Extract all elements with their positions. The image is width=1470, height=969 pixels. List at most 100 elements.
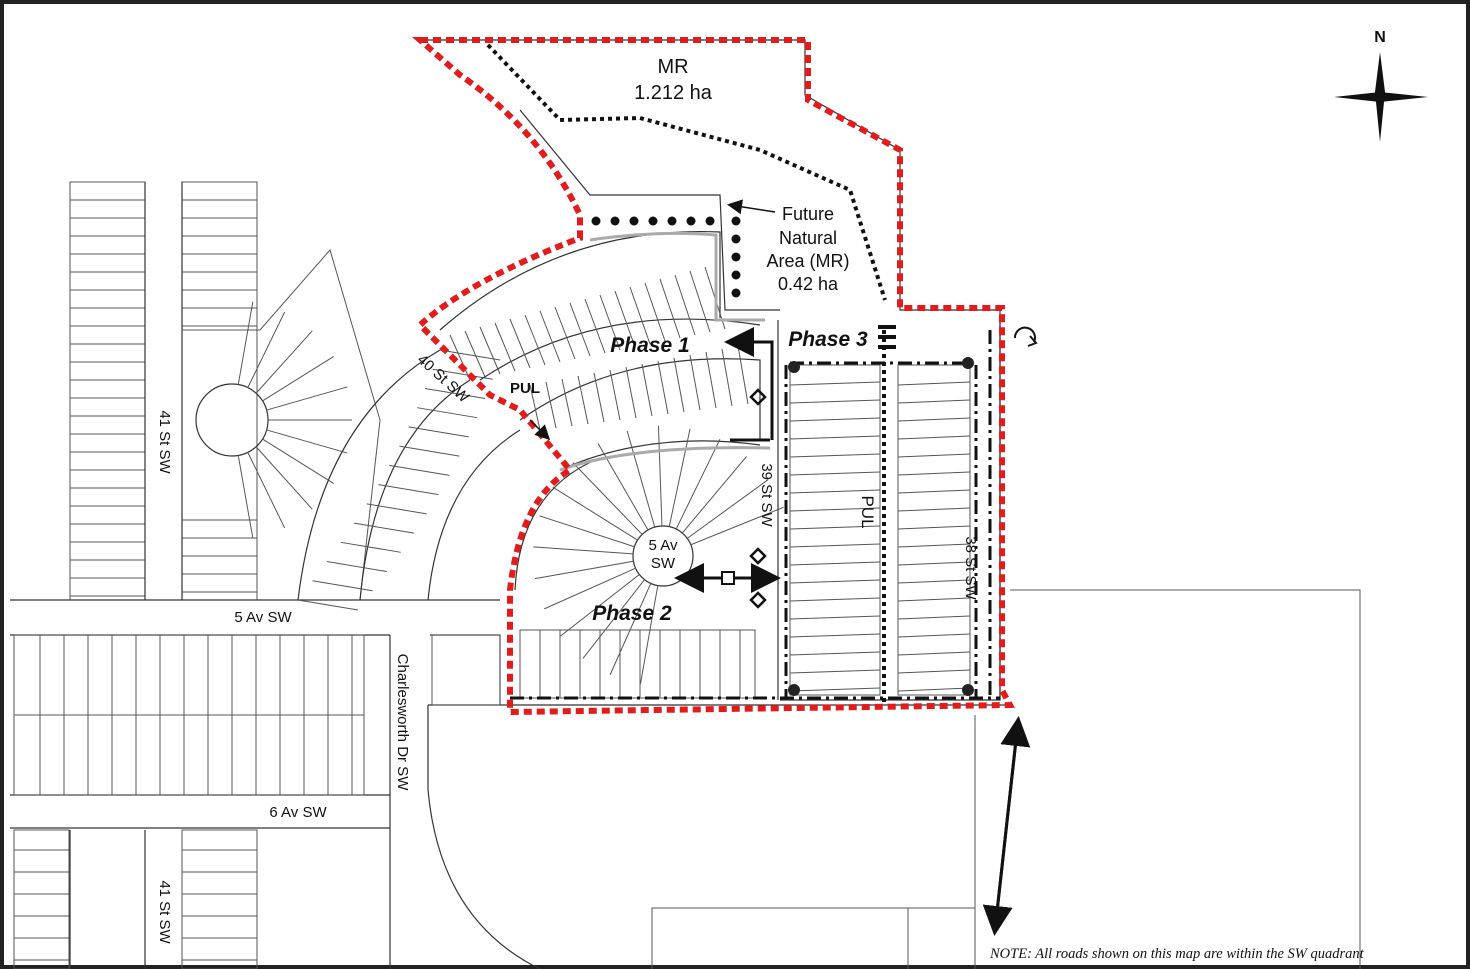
- cul-de-sac-lot-line: [255, 446, 313, 510]
- phase1-lot-line: [524, 314, 546, 366]
- hydrant-symbol-icon: [749, 547, 767, 565]
- parcel-east: [1010, 589, 1361, 969]
- phase1-lot-line: [449, 334, 471, 381]
- phase1-road-north: [439, 230, 721, 331]
- phase3-lot-line: [789, 597, 881, 602]
- phase1-lot-line: [705, 351, 717, 409]
- curve-lot-line: [340, 541, 401, 553]
- fan-lot-line: [686, 479, 769, 539]
- phase1-lot-line: [554, 306, 576, 360]
- label-5-av-cul-1: 5 Av: [649, 537, 678, 554]
- phase3-lot-line: [897, 651, 971, 656]
- cul-de-sac-lot-line: [247, 311, 286, 388]
- phase3-lot-line: [789, 687, 881, 692]
- label-38-st-sw: 38 St SW: [962, 536, 979, 600]
- fan-lot-line: [534, 560, 634, 580]
- phase3-lot-line: [897, 381, 971, 386]
- north-arrow-icon: [1334, 52, 1428, 142]
- natural-area-dot: [629, 216, 639, 226]
- phase3-west-lots: [789, 364, 881, 696]
- natural-area-dots: [591, 216, 741, 298]
- fan-lot-line: [572, 462, 643, 535]
- mr-natural-area-line: [486, 43, 887, 301]
- road-41-st-sw-north: [144, 182, 183, 600]
- curve-lot-line: [439, 349, 501, 361]
- phase1-lot-line: [641, 363, 653, 417]
- curve-lot-line: [417, 407, 478, 419]
- phase1-lot-line: [593, 372, 605, 423]
- phase1-lot-line: [657, 360, 669, 415]
- phase3-lot-line: [789, 525, 881, 530]
- fan-lot-line: [609, 583, 652, 675]
- natural-area-dot: [686, 216, 696, 226]
- label-40-st-sw: 40 St SW: [414, 351, 473, 407]
- phase1-lot-line: [577, 375, 589, 425]
- mr-inner-line: [519, 109, 780, 311]
- phase3-lot-line: [897, 525, 971, 530]
- grey-pathway-south: [559, 446, 771, 472]
- natural-area-dot: [610, 216, 620, 226]
- phase1-lot-line: [629, 286, 651, 345]
- phase3-lot-line: [897, 453, 971, 458]
- phase3-lot-line: [897, 615, 971, 620]
- phase1-lot-line: [689, 270, 711, 333]
- fan-lot-line: [582, 579, 645, 659]
- fan-lot-line: [544, 567, 636, 610]
- label-pul-left: PUL: [510, 380, 540, 397]
- south-lots-group: [13, 634, 501, 969]
- natural-area-dot: [705, 216, 715, 226]
- phase3-lot-line: [789, 561, 881, 566]
- north-label: N: [1374, 29, 1386, 46]
- lot-block-charlesworth: [431, 634, 501, 706]
- phase1-lot-line: [625, 366, 637, 419]
- curve-lot-line: [366, 503, 427, 515]
- fan-lot-line: [657, 426, 663, 527]
- fan-lot-line: [690, 506, 784, 546]
- phase3-lot-line: [897, 561, 971, 566]
- cul-de-sac-lot-line: [262, 438, 335, 485]
- corner-dot: [788, 361, 800, 373]
- phase3-lot-line: [897, 579, 971, 584]
- cul-de-sac-lot-line: [266, 429, 348, 454]
- lot-block-west: [69, 181, 146, 601]
- label-39-st-sw: 39 St SW: [758, 463, 775, 527]
- road-40-st-curve-e: [427, 429, 521, 601]
- emergency-access-box: [721, 571, 735, 585]
- road-charlesworth-curve-w: [297, 349, 441, 601]
- leader-arrow-pul: [529, 419, 551, 441]
- parcel-south-building: [651, 907, 975, 969]
- road-charlesworth-e: [427, 705, 541, 969]
- phase3-lot-line: [897, 489, 971, 494]
- label-phase2: Phase 2: [592, 602, 672, 625]
- phase3-lot-line: [897, 633, 971, 638]
- phase3-lot-line: [789, 543, 881, 548]
- phase1-lot-line: [609, 369, 621, 421]
- phase1-lot-line: [561, 378, 573, 427]
- phase1-lot-line: [479, 326, 501, 375]
- phase3-lot-line: [897, 399, 971, 404]
- label-mr: MR: [657, 56, 688, 78]
- fan-lot-line: [668, 428, 691, 527]
- label-6-av-sw: 6 Av SW: [269, 804, 327, 821]
- fan-lot-line: [533, 546, 634, 555]
- phase3-lot-line: [789, 489, 881, 494]
- corner-dot: [788, 684, 800, 696]
- map-note: NOTE: All roads shown on this map are wi…: [989, 946, 1365, 962]
- cul-de-sac-lot-line: [266, 386, 348, 411]
- phase1-lot-line: [614, 290, 636, 348]
- access-bar-marker: [878, 325, 896, 349]
- natural-area-dot: [591, 216, 601, 226]
- phase3-lot-line: [897, 471, 971, 476]
- label-5-av-cul-2: SW: [651, 555, 676, 572]
- corner-dot: [962, 357, 974, 369]
- phase1-lot-line: [569, 302, 591, 357]
- cul-de-sac-lot-line: [237, 301, 254, 385]
- label-5-av-sw: 5 Av SW: [234, 609, 292, 626]
- phase2-road-north: [559, 440, 761, 471]
- phase3-lot-line: [789, 615, 881, 620]
- phase-boundary-dashdot: [510, 361, 1000, 700]
- natural-area-dot: [648, 216, 658, 226]
